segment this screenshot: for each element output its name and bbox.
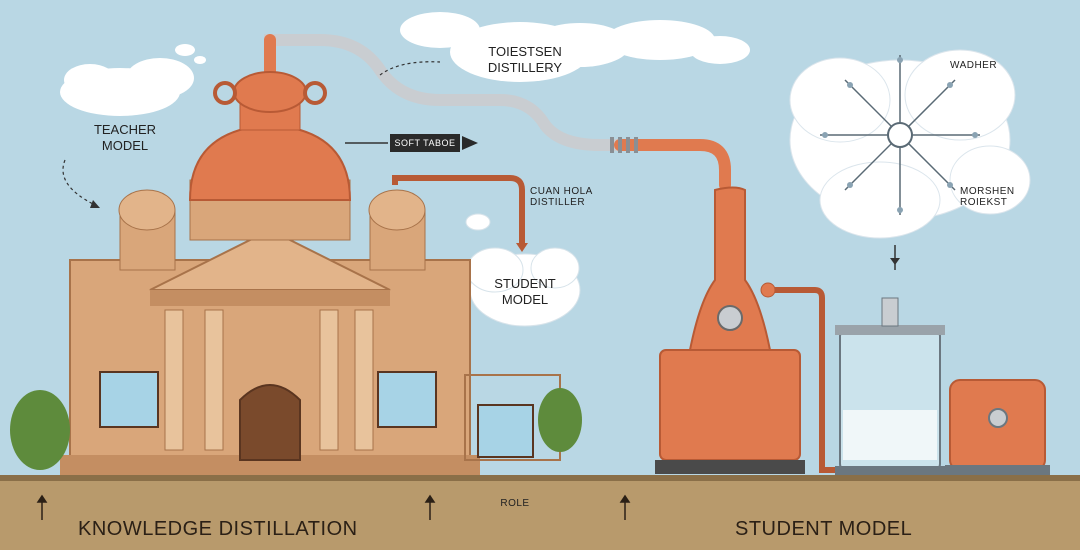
ground-markers	[36, 494, 631, 520]
cloud-distillery	[400, 12, 750, 82]
label-wadher: WADHER	[950, 60, 998, 71]
cloud-teacher	[60, 44, 206, 116]
label-knowledge-distillation: KNOWLEDGE DISTILLATION	[78, 518, 358, 540]
label-toiestsen-line2: DISTILLERY	[487, 60, 563, 75]
label-morshen-roiekst: MORSHEN ROIEKST	[960, 186, 1020, 208]
pipe-side	[392, 175, 838, 473]
student-still	[655, 186, 805, 474]
label-morshen-line1: MORSHEN	[960, 186, 1015, 197]
label-cuan-hola-line1: CUAN HOLA	[530, 186, 593, 197]
cloud-network	[789, 49, 1031, 239]
label-student-model-bottom: STUDENT MODEL	[735, 518, 913, 540]
label-soft-taboe: SOFT TABOE	[390, 134, 460, 152]
label-student-cloud-line2: MODEL	[501, 292, 549, 307]
trees	[10, 388, 582, 470]
cloud-student	[465, 213, 581, 327]
glass-tank	[835, 297, 945, 476]
label-student-model-cloud: STUDENT MODEL	[480, 276, 570, 308]
label-teacher-model-line2: MODEL	[101, 138, 149, 153]
label-toiestsen-distillery: TOIESTSEN DISTILLERY	[470, 44, 580, 76]
label-cuan-hola-line2: DISTILLER	[530, 197, 586, 208]
label-student-cloud-line1: STUDENT	[494, 276, 556, 291]
label-toiestsen-line1: TOIESTSEN	[488, 44, 562, 59]
label-teacher-model-line1: TEACHER	[93, 122, 157, 137]
label-role: ROLE	[500, 498, 530, 509]
teacher-building	[60, 71, 561, 475]
small-boiler	[945, 379, 1050, 475]
label-cuan-hola-distiller: CUAN HOLA DISTILLER	[530, 186, 610, 208]
neural-network-icon	[820, 55, 980, 215]
label-morshen-line2: ROIEKST	[960, 197, 1008, 208]
label-teacher-model: TEACHER MODEL	[80, 122, 170, 154]
